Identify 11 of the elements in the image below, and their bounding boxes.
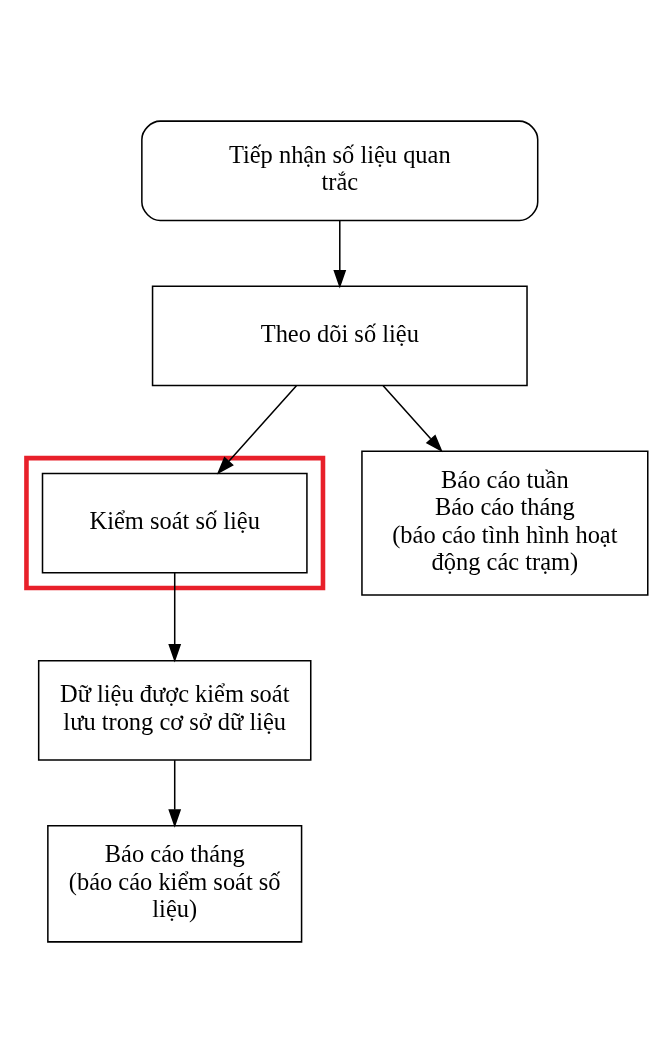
- node-box: Kiểm soát số liệu: [41, 472, 308, 574]
- node-box: Báo cáo tuần Báo cáo tháng (báo cáo tình hình hoạt động các trạm): [361, 450, 649, 596]
- node-box: Báo cáo tháng (báo cáo kiểm soát số liệu): [47, 824, 303, 943]
- arrow: [216, 385, 298, 475]
- node-box: Theo dõi số liệu: [151, 285, 528, 387]
- arrow: [168, 759, 182, 828]
- arrow: [382, 385, 443, 453]
- node-box: Tiếp nhận số liệu quan trắc: [141, 120, 539, 222]
- arrow: [168, 572, 182, 663]
- node-box: Dữ liệu được kiểm soát lưu trong cơ sở dữ liệu: [37, 659, 312, 761]
- arrow: [333, 219, 347, 289]
